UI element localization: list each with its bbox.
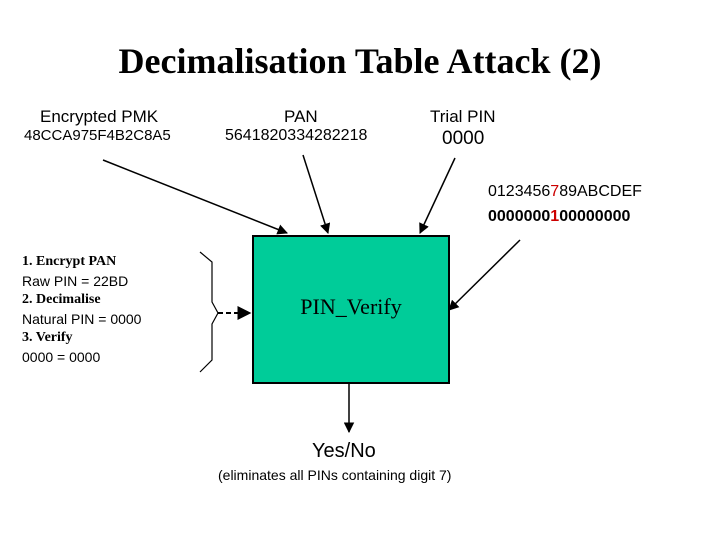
encrypted-pmk-label: Encrypted PMK [40, 107, 159, 126]
pan-label: PAN [284, 107, 318, 126]
table-to-verify-arrow [448, 239, 521, 311]
slide-title: Decimalisation Table Attack (2) [118, 41, 602, 81]
result-no: No [350, 440, 376, 462]
pmk-to-verify-arrow [102, 159, 288, 235]
result-note: (eliminates all PINs containing digit 7) [218, 467, 452, 483]
result-separator: / [344, 440, 351, 462]
hex-row-prefix: 0123456 [488, 183, 551, 200]
pan-to-verify-arrow [302, 154, 331, 234]
mapping-row-highlighted-digit: 1 [550, 208, 560, 225]
trial-pin-to-verify-arrow [419, 157, 456, 234]
mapping-row-prefix: 0000000 [488, 208, 551, 225]
decimalisation-table-hex-row: 0123456789ABCDEF [488, 183, 642, 201]
step-encrypt-pan-detail: Raw PIN = 22BD [22, 273, 129, 289]
step-verify-detail: 0000 = 0000 [22, 349, 101, 365]
step-decimalise-detail: Natural PIN = 0000 [22, 311, 142, 327]
trial-pin-value: 0000 [442, 128, 485, 149]
decimalisation-table-mapping-row: 0000000100000000 [488, 208, 630, 226]
result-yes: Yes [312, 440, 345, 462]
mapping-row-suffix: 00000000 [559, 208, 631, 225]
steps-brace [199, 251, 219, 373]
pin-verify-label: PIN_Verify [300, 294, 402, 319]
encrypted-pmk-value: 48CCA975F4B2C8A5 [24, 127, 171, 144]
trial-pin-label: Trial PIN [430, 107, 496, 126]
hex-row-highlighted-digit: 7 [550, 183, 560, 200]
pin-verify-box [252, 235, 450, 384]
step-encrypt-pan-title: 1. Encrypt PAN [22, 254, 117, 269]
step-decimalise-title: 2. Decimalise [22, 292, 101, 307]
step-verify-title: 3. Verify [22, 330, 73, 345]
hex-row-suffix: 89ABCDEF [559, 183, 642, 200]
result-label: Yes/No [312, 440, 376, 463]
pan-value: 5641820334282218 [225, 127, 368, 144]
